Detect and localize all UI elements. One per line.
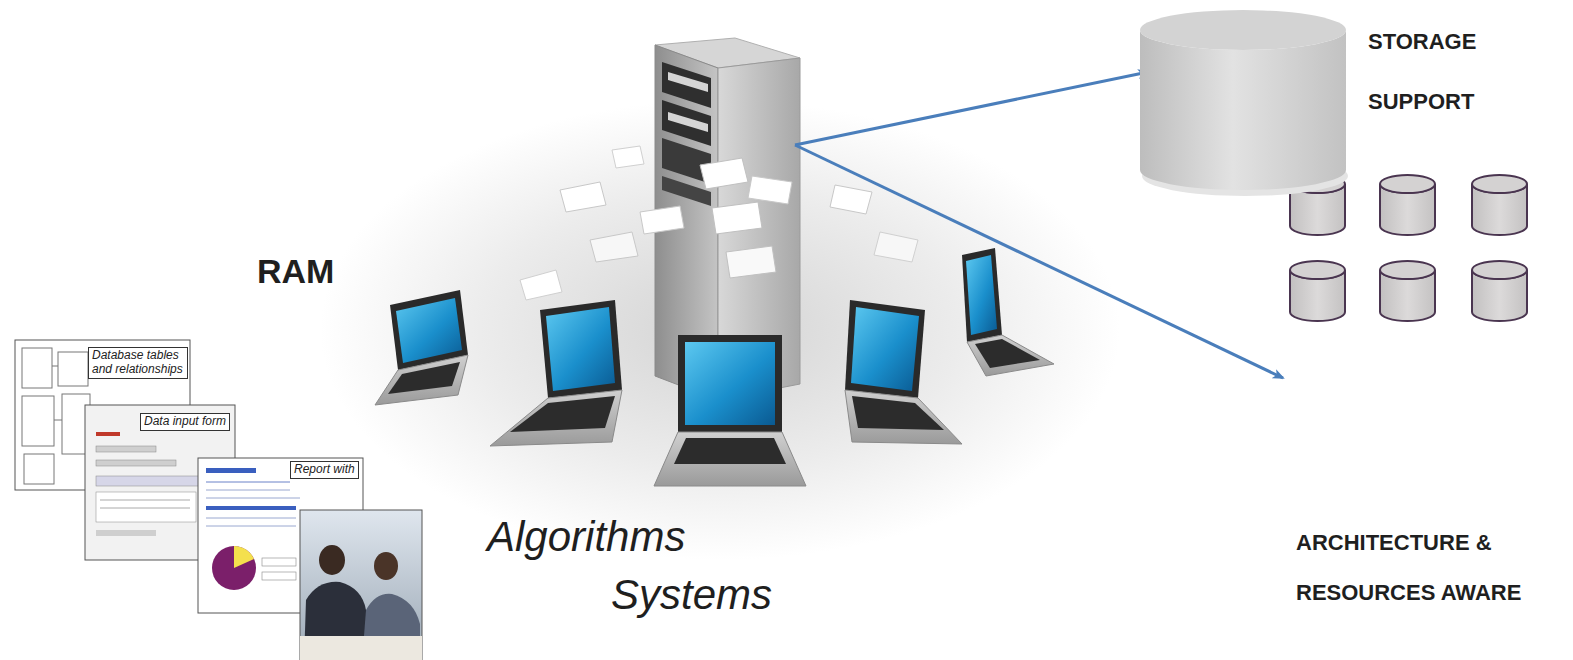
flying-papers-front xyxy=(748,176,792,204)
laptop xyxy=(975,339,1040,368)
server-tower xyxy=(668,112,708,132)
laptop xyxy=(490,390,622,446)
screenshot-report xyxy=(262,558,296,566)
disk-cylinder xyxy=(1472,175,1527,193)
laptop xyxy=(845,300,962,444)
laptop xyxy=(546,307,615,391)
server-tower xyxy=(662,100,711,146)
screenshot-report xyxy=(206,498,300,499)
laptop xyxy=(490,300,622,446)
connector-arrow xyxy=(795,72,1148,145)
disk-cylinder xyxy=(1380,175,1435,193)
screenshot-form xyxy=(96,530,156,536)
laptop xyxy=(654,432,806,486)
section-label: RAM xyxy=(257,252,334,291)
laptop xyxy=(845,390,962,444)
disk-cylinder xyxy=(1472,261,1527,279)
laptop xyxy=(654,335,806,486)
screenshot-form xyxy=(96,492,196,522)
section-label: ARCHITECTURE & RESOURCES AWARE xyxy=(1296,518,1568,618)
laptop xyxy=(375,355,468,405)
screenshot-tables xyxy=(58,352,88,386)
screenshot-report xyxy=(212,546,256,590)
laptop xyxy=(966,255,997,335)
disk-cylinder xyxy=(1290,261,1345,279)
screenshot-report xyxy=(262,572,296,580)
laptop xyxy=(375,290,468,405)
laptop xyxy=(851,307,919,391)
screenshot-tables xyxy=(22,396,54,446)
flying-papers-front xyxy=(726,246,776,278)
laptop xyxy=(852,396,944,430)
screenshot-form xyxy=(96,460,176,466)
server-tower xyxy=(668,72,708,92)
flying-papers-front xyxy=(640,158,792,278)
server-tower xyxy=(662,62,711,108)
screenshot-caption: Database tables and relationships xyxy=(88,347,188,379)
laptop xyxy=(678,335,782,432)
screenshot-form xyxy=(96,446,156,452)
photo-people xyxy=(319,545,345,575)
disk-cylinder xyxy=(1380,261,1435,279)
flying-papers-back xyxy=(874,232,918,262)
flying-papers-front xyxy=(640,206,684,234)
screenshot-form xyxy=(96,432,120,436)
flying-papers-back xyxy=(612,146,644,168)
screenshot-report xyxy=(206,506,296,510)
flying-papers-back xyxy=(830,185,872,214)
laptop xyxy=(962,248,1002,342)
laptop xyxy=(388,362,460,394)
screenshot-tables xyxy=(54,420,62,421)
photo-people xyxy=(300,636,422,660)
cylinder-outline xyxy=(1140,10,1350,204)
photo-people xyxy=(374,552,398,580)
screenshot-report xyxy=(206,526,296,527)
laptop xyxy=(396,298,462,363)
screenshot-report xyxy=(234,546,254,568)
flying-papers-back xyxy=(560,182,606,212)
photo-people xyxy=(300,510,422,660)
cylinder-top xyxy=(1140,10,1346,50)
laptop xyxy=(540,300,622,398)
disk-cylinder xyxy=(1290,175,1527,321)
screenshot-caption: Report with xyxy=(290,461,359,479)
photo-people xyxy=(300,510,422,660)
screenshot-tables xyxy=(24,454,54,484)
screenshot-caption: Data input form xyxy=(140,413,230,431)
screenshot-form xyxy=(100,500,190,501)
flying-papers-back xyxy=(590,232,638,262)
screenshot-report xyxy=(206,482,290,483)
cylinder-body xyxy=(1140,30,1346,190)
screenshot-report xyxy=(206,468,256,473)
flying-papers-front xyxy=(700,158,748,189)
flying-papers-back xyxy=(520,270,562,300)
screenshot-tables xyxy=(22,348,52,388)
node-text: STORAGE SUPPORT xyxy=(1368,12,1518,132)
laptop xyxy=(845,300,925,398)
laptop xyxy=(685,342,775,425)
storage-cylinder: STORAGE SUPPORT xyxy=(1140,10,1560,206)
screenshot-report xyxy=(206,518,296,519)
laptop xyxy=(674,438,786,464)
section-label: Systems xyxy=(611,571,772,619)
screenshot-form xyxy=(100,508,190,509)
laptop xyxy=(510,396,615,432)
laptop xyxy=(967,335,1054,376)
flying-papers-front xyxy=(712,202,762,234)
screenshot-report xyxy=(206,490,290,491)
screenshot-tables xyxy=(52,366,58,367)
section-label: Algorithms xyxy=(487,513,685,561)
laptop xyxy=(962,248,1054,376)
